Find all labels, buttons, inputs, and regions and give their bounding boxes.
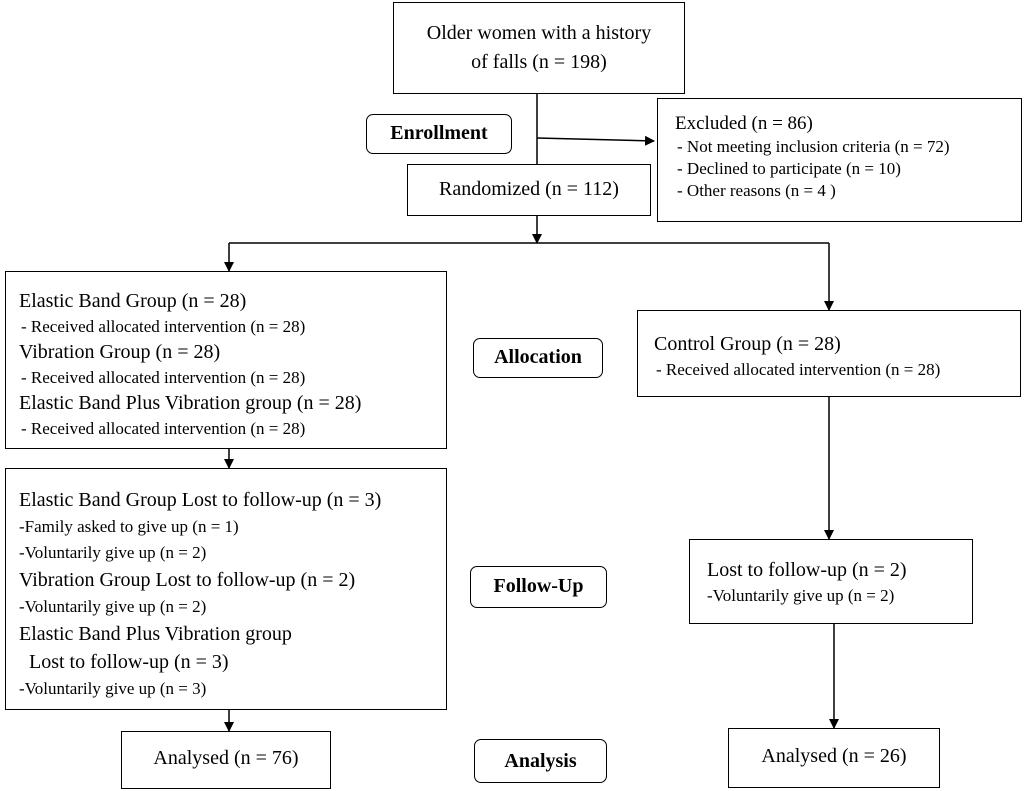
stage-analysis-label: Analysis: [504, 750, 577, 772]
followup-control-box: Lost to follow-up (n = 2) -Voluntarily g…: [689, 539, 973, 624]
followup-elastic-reason-1: -Family asked to give up (n = 1): [19, 517, 239, 536]
stage-follow-up-label: Follow-Up: [493, 575, 584, 597]
stage-allocation: Allocation: [473, 338, 603, 378]
excluded-box: Excluded (n = 86) - Not meeting inclusio…: [657, 98, 1022, 222]
excluded-reason-2: - Declined to participate (n = 10): [677, 159, 901, 178]
followup-vibration-lost: Vibration Group Lost to follow-up (n = 2…: [19, 569, 356, 591]
population-line-2: of falls (n = 198): [471, 51, 607, 73]
enrollment-population-box: Older women with a history of falls (n =…: [393, 2, 685, 94]
stage-allocation-label: Allocation: [494, 346, 582, 368]
arrow-to-excluded: [536, 135, 655, 146]
stage-enrollment: Enrollment: [366, 114, 512, 154]
analysed-control-box: Analysed (n = 26): [728, 728, 940, 788]
followup-elastic-reason-2: -Voluntarily give up (n = 2): [19, 543, 207, 562]
stage-enrollment-label: Enrollment: [390, 122, 488, 144]
allocation-combined-received: - Received allocated intervention (n = 2…: [21, 419, 306, 438]
followup-control-lost: Lost to follow-up (n = 2): [707, 559, 907, 581]
followup-intervention-box: Elastic Band Group Lost to follow-up (n …: [5, 468, 447, 710]
randomized-box: Randomized (n = 112): [407, 164, 651, 216]
excluded-reason-1: - Not meeting inclusion criteria (n = 72…: [677, 137, 950, 156]
followup-vibration-reason: -Voluntarily give up (n = 2): [19, 597, 207, 616]
allocation-elastic-group: Elastic Band Group (n = 28): [19, 290, 247, 312]
followup-elastic-lost: Elastic Band Group Lost to follow-up (n …: [19, 489, 382, 511]
allocation-vibration-group: Vibration Group (n = 28): [19, 341, 221, 363]
allocation-control-box: Control Group (n = 28) - Received alloca…: [637, 310, 1021, 397]
followup-control-reason: -Voluntarily give up (n = 2): [707, 586, 895, 605]
analysed-control-text: Analysed (n = 26): [761, 745, 907, 767]
followup-combined-group: Elastic Band Plus Vibration group: [19, 623, 292, 645]
excluded-title: Excluded (n = 86): [675, 113, 813, 134]
stage-analysis: Analysis: [474, 739, 607, 783]
allocation-control-group: Control Group (n = 28): [654, 333, 841, 355]
analysed-intervention-box: Analysed (n = 76): [121, 731, 331, 789]
stage-follow-up: Follow-Up: [470, 566, 607, 608]
followup-combined-lost: Lost to follow-up (n = 3): [19, 651, 229, 673]
followup-combined-reason: -Voluntarily give up (n = 3): [19, 679, 207, 698]
population-line-1: Older women with a history: [426, 22, 652, 44]
randomized-text: Randomized (n = 112): [439, 178, 619, 200]
excluded-reason-3: - Other reasons (n = 4 ): [677, 181, 836, 200]
allocation-combined-group: Elastic Band Plus Vibration group (n = 2…: [19, 392, 362, 414]
allocation-vibration-received: - Received allocated intervention (n = 2…: [21, 368, 306, 387]
allocation-control-received: - Received allocated intervention (n = 2…: [656, 360, 941, 379]
analysed-intervention-text: Analysed (n = 76): [153, 747, 299, 769]
allocation-intervention-box: Elastic Band Group (n = 28) - Received a…: [5, 271, 447, 449]
allocation-elastic-received: - Received allocated intervention (n = 2…: [21, 317, 306, 336]
